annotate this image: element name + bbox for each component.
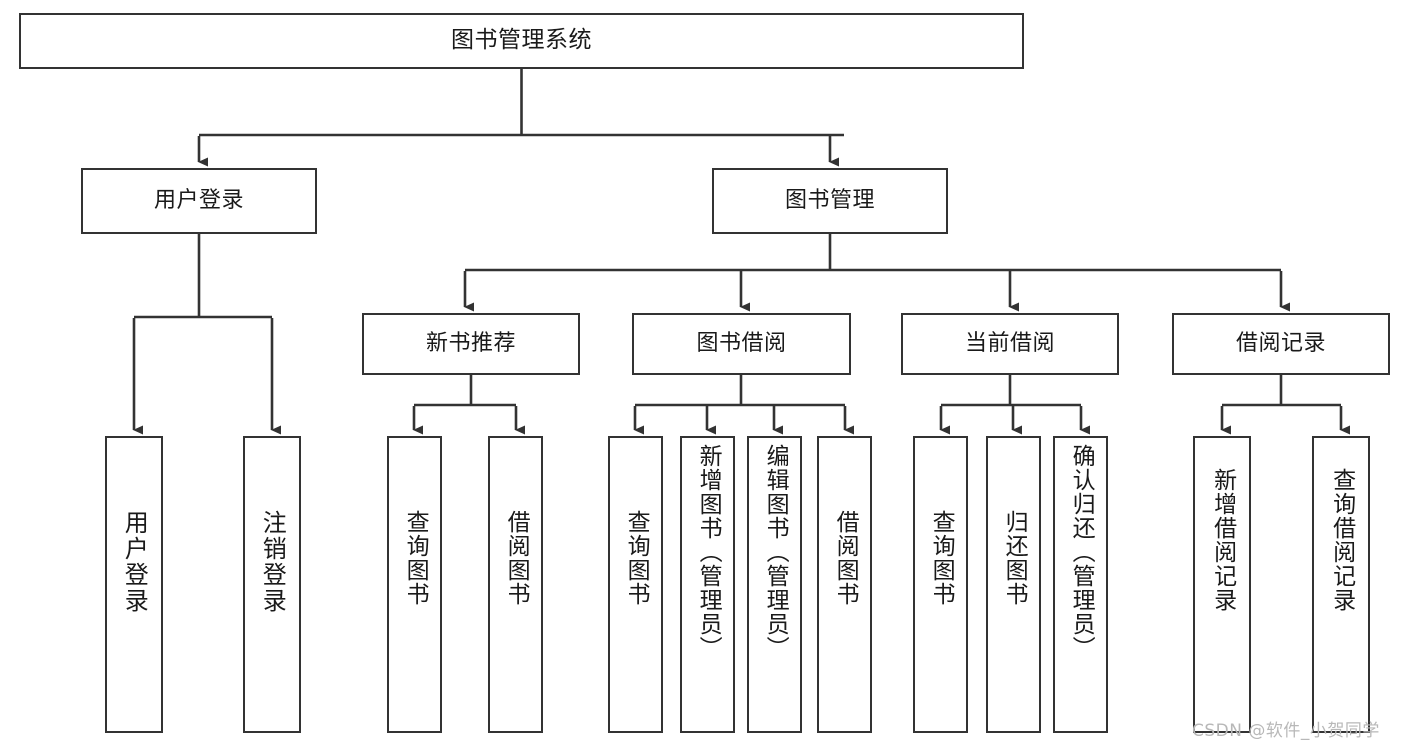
node-leaf-query-book-3[interactable]: 查询图书 [913, 436, 968, 733]
node-leaf-user-login[interactable]: 用户登录 [105, 436, 163, 733]
node-leaf-user-login-label: 用户登录 [120, 510, 149, 614]
node-leaf-user-logout-label: 注销登录 [258, 510, 287, 614]
node-root-label: 图书管理系统 [451, 27, 592, 54]
node-leaf-borrow-book-2[interactable]: 借阅图书 [817, 436, 872, 733]
node-leaf-add-record-label: 新增借阅记录 [1209, 468, 1236, 612]
node-book-borrow-label: 图书借阅 [696, 331, 787, 357]
node-leaf-query-book-1-label: 查询图书 [402, 510, 429, 606]
node-leaf-edit-book[interactable]: 编辑图书（管理员） [747, 436, 802, 733]
node-leaf-confirm-return-label: 确认归还（管理员） [1068, 444, 1095, 660]
node-leaf-edit-book-label: 编辑图书（管理员） [762, 444, 789, 660]
node-leaf-query-book-3-label: 查询图书 [928, 510, 955, 606]
node-book-management[interactable]: 图书管理 [712, 168, 948, 234]
node-leaf-query-book-2-label: 查询图书 [623, 510, 650, 606]
node-leaf-borrow-book-1-label: 借阅图书 [503, 510, 530, 606]
node-leaf-borrow-book-1[interactable]: 借阅图书 [488, 436, 543, 733]
node-new-book-recommend-label: 新书推荐 [425, 331, 516, 357]
node-leaf-add-book[interactable]: 新增图书（管理员） [680, 436, 735, 733]
node-borrow-record[interactable]: 借阅记录 [1172, 313, 1390, 375]
node-leaf-query-record[interactable]: 查询借阅记录 [1312, 436, 1370, 733]
node-user-login[interactable]: 用户登录 [81, 168, 317, 234]
node-borrow-record-label: 借阅记录 [1235, 331, 1326, 357]
node-leaf-confirm-return[interactable]: 确认归还（管理员） [1053, 436, 1108, 733]
node-leaf-return-book[interactable]: 归还图书 [986, 436, 1041, 733]
node-leaf-return-book-label: 归还图书 [1001, 510, 1028, 606]
node-leaf-query-book-1[interactable]: 查询图书 [387, 436, 442, 733]
node-current-borrow[interactable]: 当前借阅 [901, 313, 1119, 375]
node-root[interactable]: 图书管理系统 [19, 13, 1024, 69]
node-book-borrow[interactable]: 图书借阅 [632, 313, 851, 375]
node-user-login-label: 用户登录 [153, 188, 244, 214]
node-current-borrow-label: 当前借阅 [964, 331, 1055, 357]
node-leaf-query-record-label: 查询借阅记录 [1328, 468, 1355, 612]
node-new-book-recommend[interactable]: 新书推荐 [362, 313, 580, 375]
node-leaf-add-book-label: 新增图书（管理员） [695, 444, 722, 660]
node-leaf-user-logout[interactable]: 注销登录 [243, 436, 301, 733]
node-leaf-query-book-2[interactable]: 查询图书 [608, 436, 663, 733]
node-book-management-label: 图书管理 [784, 188, 875, 214]
node-leaf-add-record[interactable]: 新增借阅记录 [1193, 436, 1251, 733]
node-leaf-borrow-book-2-label: 借阅图书 [832, 510, 859, 606]
